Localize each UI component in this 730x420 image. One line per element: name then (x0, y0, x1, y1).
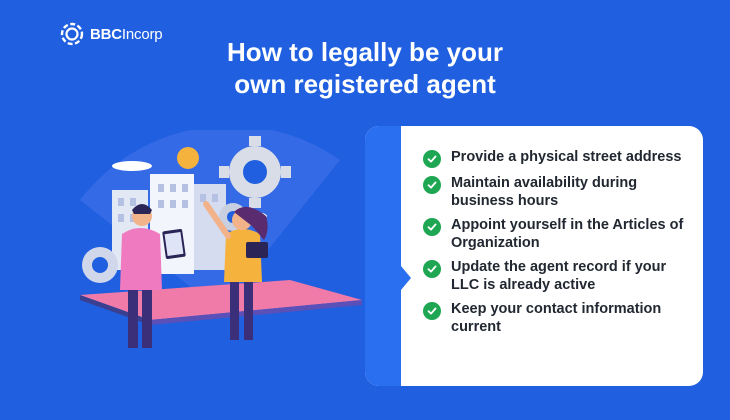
registered-agent-illustration (80, 130, 362, 348)
card-accent-strip (365, 126, 401, 386)
card-notch (401, 266, 411, 290)
checklist-item: Keep your contact information current (423, 300, 693, 336)
checklist-card: Provide a physical street address Mainta… (365, 126, 703, 386)
checklist: Provide a physical street address Mainta… (423, 148, 693, 342)
person-icon (120, 204, 186, 348)
check-circle-icon (423, 150, 441, 168)
checklist-item: Appoint yourself in the Articles of Orga… (423, 216, 693, 252)
checklist-item: Provide a physical street address (423, 148, 693, 168)
brand-name-bold: BBC (90, 25, 122, 43)
checklist-item: Update the agent record if your LLC is a… (423, 258, 693, 294)
check-circle-icon (423, 302, 441, 320)
bbcincorp-logo-icon (60, 22, 84, 46)
page-title: How to legally be your own registered ag… (0, 36, 730, 100)
title-line-1: How to legally be your (227, 37, 503, 67)
brand-name-rest: Incorp (121, 25, 163, 43)
checklist-item-text: Appoint yourself in the Articles of Orga… (451, 217, 684, 251)
checklist-item: Maintain availability during business ho… (423, 174, 693, 210)
brand-name: BBCIncorp (90, 25, 163, 43)
checklist-item-text: Maintain availability during business ho… (451, 175, 638, 209)
check-circle-icon (423, 260, 441, 278)
person-icon (203, 201, 268, 340)
sun-icon (177, 147, 199, 169)
checklist-item-text: Keep your contact information current (451, 301, 662, 335)
checklist-item-text: Update the agent record if your LLC is a… (451, 259, 667, 293)
checklist-item-text: Provide a physical street address (451, 149, 682, 165)
check-circle-icon (423, 176, 441, 194)
brand-logo: BBCIncorp (60, 22, 163, 46)
check-circle-icon (423, 218, 441, 236)
title-line-2: own registered agent (234, 69, 496, 99)
